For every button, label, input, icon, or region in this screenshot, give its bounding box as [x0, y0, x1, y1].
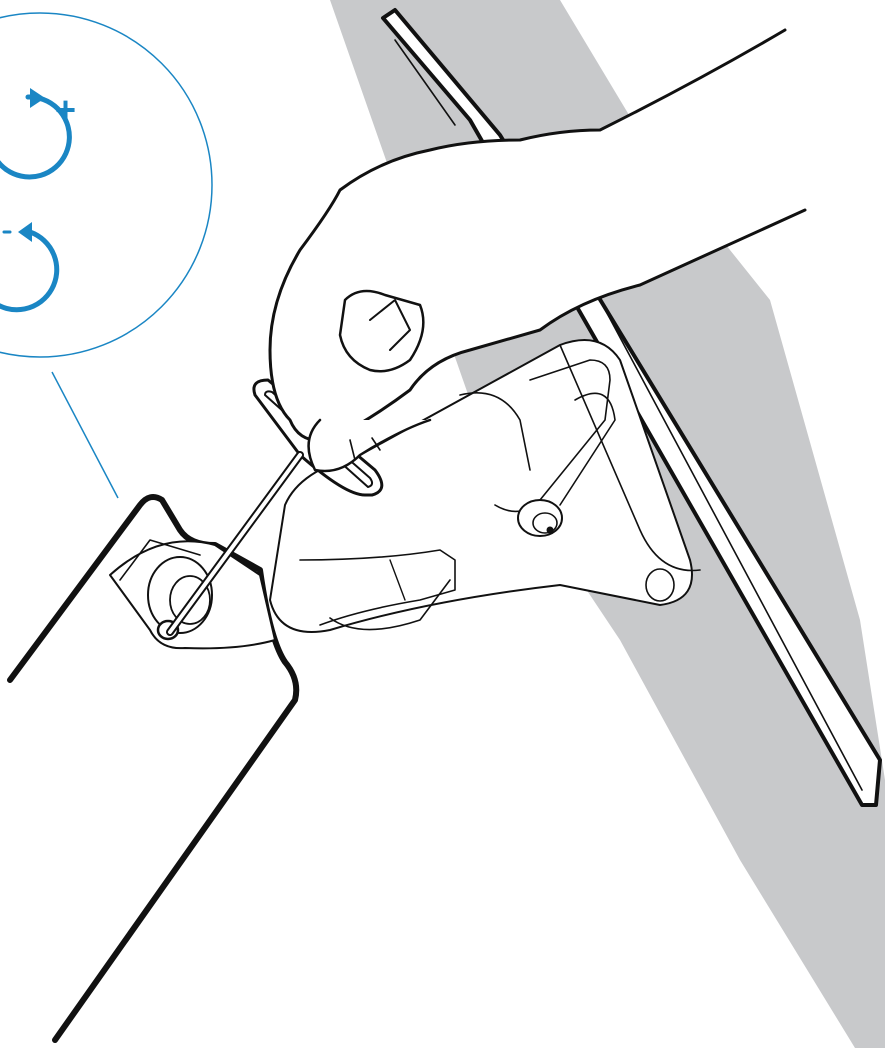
tighten-plus-glyph: +: [55, 89, 76, 130]
rotation-callout: +: [0, 13, 212, 498]
stand-base: [10, 497, 296, 1040]
callout-leader-line: [52, 372, 118, 498]
